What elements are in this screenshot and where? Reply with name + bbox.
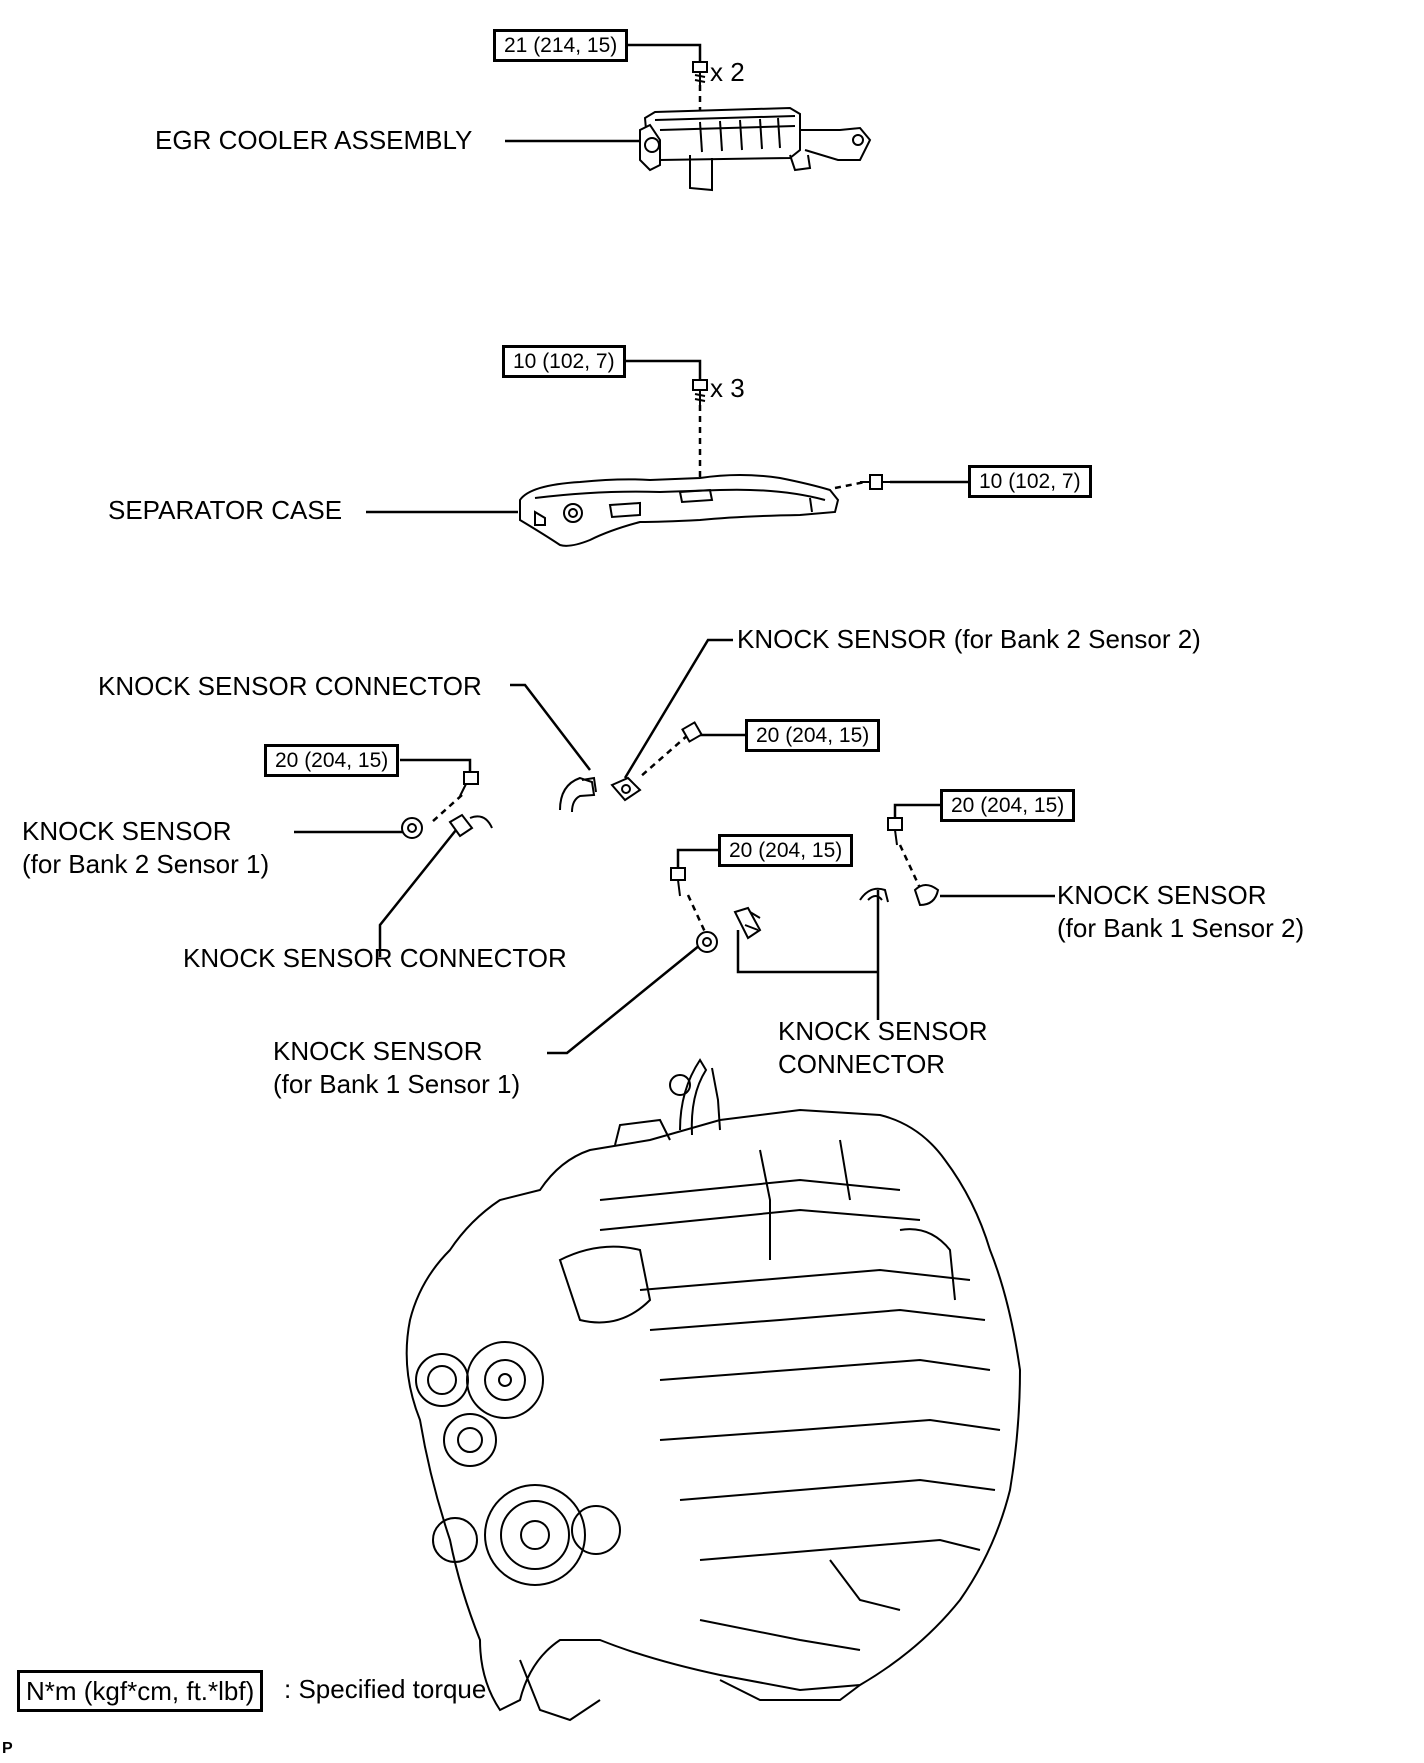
knock-sensor-b1s2	[913, 884, 940, 907]
knock-sensor-connector-top	[559, 776, 597, 813]
egr-bolt-quantity: x 2	[710, 57, 745, 87]
ks-b2s1-label-line2: (for Bank 2 Sensor 1)	[22, 849, 270, 879]
separator-torque-spec: 10 (102, 7)	[502, 345, 626, 378]
separator-bolt-quantity: x 3	[710, 373, 745, 403]
connector-mid-label: KNOCK SENSOR CONNECTOR	[183, 943, 567, 973]
knock-sensor-connector-bottom-left	[733, 906, 762, 940]
egr-torque-spec: 21 (214, 15)	[493, 29, 629, 62]
egr-bolt	[692, 61, 708, 85]
connector-top-label: KNOCK SENSOR CONNECTOR	[98, 671, 482, 701]
knock-sensor-b1s2-bolt	[887, 817, 903, 846]
ks-b1s1-torque-leader	[676, 848, 718, 868]
egr-cooler-label: EGR COOLER ASSEMBLY	[155, 125, 473, 155]
knock-sensor-b2s1-bolt	[459, 771, 479, 797]
knock-sensor-b2s1	[401, 817, 423, 839]
egr-torque-leader	[625, 43, 702, 62]
ks-b2s1-torque-leader	[400, 758, 472, 772]
legend-unit-box: N*m (kgf*cm, ft.*lbf)	[17, 1670, 264, 1712]
connector-bottom-label-line1: KNOCK SENSOR	[778, 1016, 988, 1046]
ks-b1s1-label-leader	[547, 944, 701, 1055]
connector-top-leader	[510, 683, 591, 771]
ks-b2s2-label: KNOCK SENSOR (for Bank 2 Sensor 2)	[737, 624, 1201, 654]
knock-sensor-b1s1-bolt	[670, 867, 686, 897]
ks-b1s2-torque-leader	[893, 803, 940, 818]
ks-b1s1-torque-spec: 20 (204, 15)	[718, 834, 854, 867]
ks-b2s1-label-line1: KNOCK SENSOR	[22, 816, 232, 846]
ks-b2s1-torque-spec: 20 (204, 15)	[264, 744, 400, 777]
legend-text: : Specified torque	[284, 1674, 487, 1704]
separator-bolt	[692, 379, 708, 405]
separator-side-bolt	[860, 474, 890, 490]
ks-b2s2-torque-spec: 20 (204, 15)	[745, 719, 881, 752]
separator-case-label: SEPARATOR CASE	[108, 495, 343, 525]
ks-b1s2-torque-spec: 20 (204, 15)	[940, 789, 1076, 822]
ks-b1s1-label-line1: KNOCK SENSOR	[273, 1036, 483, 1066]
connector-mid-leader	[378, 824, 461, 957]
ks-b1s2-label-line1: KNOCK SENSOR	[1057, 880, 1267, 910]
ks-b1s2-label-line2: (for Bank 1 Sensor 2)	[1057, 913, 1305, 943]
knock-sensor-connector-bottom-right	[859, 887, 889, 903]
ks-b1s1-label-line2: (for Bank 1 Sensor 1)	[273, 1069, 521, 1099]
separator-case-drawing	[519, 474, 840, 547]
engine-drawing	[405, 1058, 1022, 1722]
egr-cooler-drawing	[639, 106, 872, 192]
knock-sensor-connector-mid	[448, 813, 493, 838]
ks-b1s2-dashed-line	[898, 844, 922, 889]
connector-bottom-label-line2: CONNECTOR	[778, 1049, 946, 1079]
connector-bottom-leader	[736, 930, 878, 974]
ks-b2s1-dashed-line	[431, 794, 463, 823]
corner-mark: P	[2, 1740, 13, 1757]
ks-b1s1-dashed-line	[686, 894, 707, 933]
knock-sensor-b1s1	[696, 931, 718, 953]
separator-torque-leader	[620, 359, 702, 380]
knock-sensor-b2s2-bolt	[681, 721, 703, 743]
ks-b2s2-leader	[623, 638, 733, 779]
separator-side-torque-spec: 10 (102, 7)	[968, 465, 1092, 498]
knock-sensor-b2s2	[610, 776, 642, 802]
